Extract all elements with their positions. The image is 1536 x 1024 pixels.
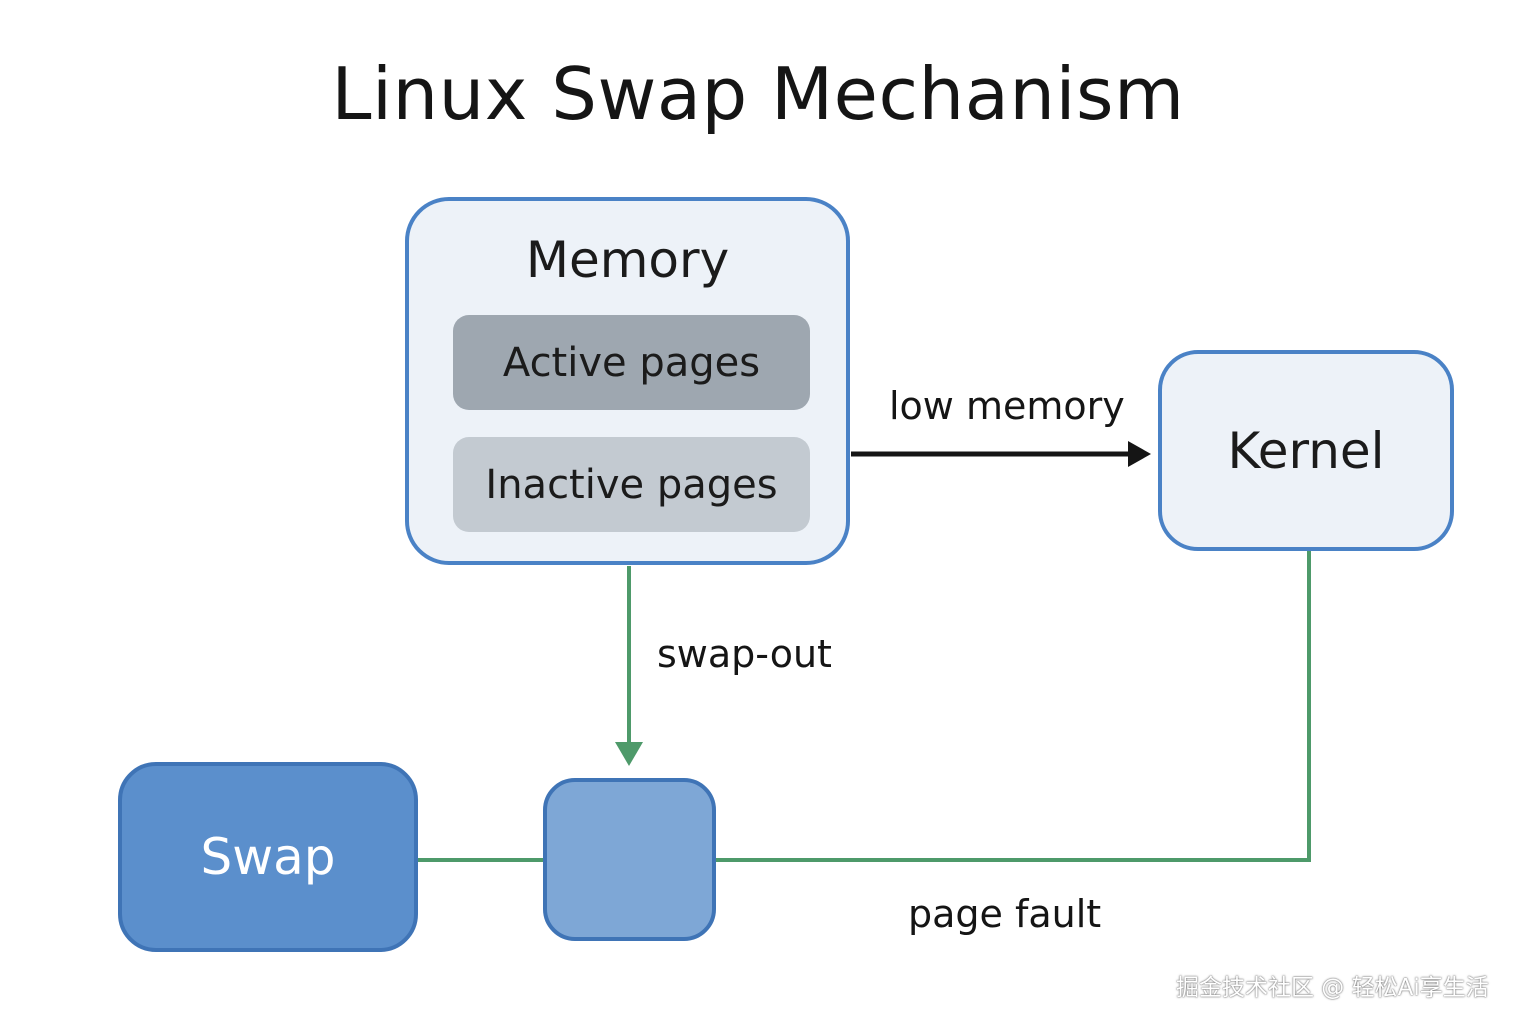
low-memory-label: low memory <box>889 384 1125 428</box>
active-pages-box: Active pages <box>453 315 810 410</box>
inactive-pages-box: Inactive pages <box>453 437 810 532</box>
page-fault-label: page fault <box>908 892 1102 936</box>
swap-slot-box <box>543 778 716 941</box>
memory-box: Memory Active pages Inactive pages <box>405 197 850 565</box>
low-memory-arrowhead <box>1128 441 1151 467</box>
swap-out-label: swap-out <box>657 632 832 676</box>
swap-out-arrowhead <box>615 742 643 766</box>
diagram-title: Linux Swap Mechanism <box>331 52 1185 136</box>
kernel-box: Kernel <box>1158 350 1454 551</box>
page-fault-line <box>716 551 1311 862</box>
watermark: 掘金技术社区 @ 轻松Ai享生活 <box>1176 975 1489 1001</box>
swap-box: Swap <box>118 762 418 952</box>
memory-label: Memory <box>525 231 730 289</box>
